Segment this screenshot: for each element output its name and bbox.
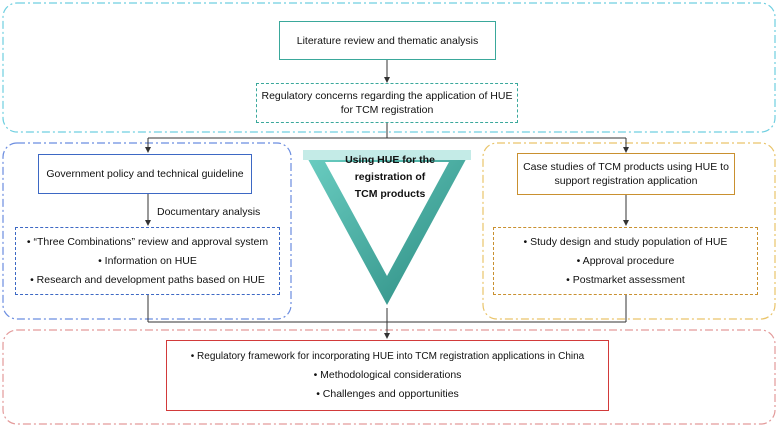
top-group-frame	[2, 2, 776, 133]
documentary-analysis-label: Documentary analysis	[157, 206, 261, 218]
left-item-three-combinations: • “Three Combinations” review and approv…	[26, 235, 269, 248]
left-item-information-hue: • Information on HUE	[98, 254, 197, 267]
right-item-postmarket: • Postmarket assessment	[566, 273, 685, 286]
policy-guideline-label: Government policy and technical guidelin…	[46, 168, 244, 180]
triangle-caption-line1: Using HUE for the	[345, 154, 435, 166]
outcome-item-regulatory-framework: • Regulatory framework for incorporating…	[190, 351, 585, 362]
case-studies-box: Case studies of TCM products using HUE t…	[517, 153, 735, 195]
regulatory-concerns-box: Regulatory concerns regarding the applic…	[256, 83, 518, 123]
regulatory-concerns-line1: Regulatory concerns regarding the applic…	[261, 90, 513, 102]
regulatory-concerns-line2: for TCM registration	[340, 104, 434, 116]
triangle-caption-line3: TCM products	[354, 188, 426, 200]
right-item-approval-procedure: • Approval procedure	[576, 254, 675, 267]
left-group-frame	[2, 142, 292, 320]
right-group-frame	[482, 142, 776, 320]
case-studies-line2: support registration application	[554, 175, 698, 187]
literature-review-box: Literature review and thematic analysis	[279, 21, 496, 60]
literature-review-label: Literature review and thematic analysis	[296, 34, 479, 47]
central-triangle-inner	[325, 162, 449, 276]
policy-guideline-box: Government policy and technical guidelin…	[38, 154, 252, 194]
right-findings-box: • Study design and study population of H…	[493, 227, 758, 295]
triangle-caption-line2: registration of	[354, 171, 426, 183]
left-findings-box: • “Three Combinations” review and approv…	[15, 227, 280, 295]
bottom-group-frame	[2, 329, 776, 425]
case-studies-line1: Case studies of TCM products using HUE t…	[523, 161, 729, 173]
outcome-item-challenges: • Challenges and opportunities	[316, 388, 459, 400]
triangle-caption: Using HUE for the registration of TCM pr…	[320, 152, 460, 203]
outcome-box: • Regulatory framework for incorporating…	[166, 340, 609, 411]
outcome-item-methodological: • Methodological considerations	[313, 369, 462, 381]
right-item-study-design: • Study design and study population of H…	[523, 235, 728, 248]
triangle-top-band	[303, 150, 471, 160]
left-item-research-paths: • Research and development paths based o…	[30, 273, 265, 286]
